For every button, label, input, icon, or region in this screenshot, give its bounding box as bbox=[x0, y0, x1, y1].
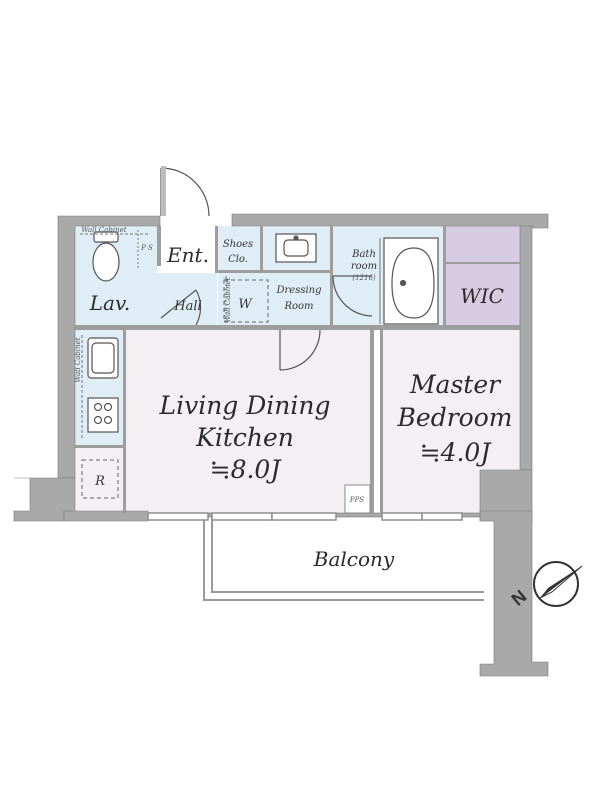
shoes-label-line2: Clo. bbox=[228, 254, 248, 265]
entrance-door[interactable] bbox=[160, 166, 210, 217]
lav-wall-cabinet-label: Wall Cabinet bbox=[81, 226, 126, 234]
hall-area bbox=[157, 273, 217, 328]
toilet-fixture bbox=[92, 231, 120, 282]
wic-label: WIC bbox=[460, 284, 504, 308]
bathroom-door[interactable] bbox=[332, 275, 373, 317]
ldk-label-line1: Living Dining bbox=[158, 391, 330, 420]
vanity-sink bbox=[275, 233, 317, 263]
washer-label: W bbox=[238, 297, 253, 312]
entrance-area bbox=[157, 228, 215, 273]
ldk-size: ≒8.0J bbox=[210, 455, 283, 484]
shoes-label-line1: Shoes bbox=[223, 239, 253, 250]
master-label-line2: Bedroom bbox=[397, 403, 513, 432]
wic-area bbox=[445, 226, 520, 326]
balcony-outline bbox=[203, 517, 484, 601]
pps-label: PPS bbox=[349, 496, 364, 504]
living-dining-kitchen-area bbox=[123, 330, 370, 513]
interior-walls bbox=[75, 226, 520, 514]
master-size: ≒4.0J bbox=[420, 438, 493, 467]
windows bbox=[147, 512, 463, 521]
ent-label: Ent. bbox=[166, 243, 209, 267]
lav-label: Lav. bbox=[89, 291, 131, 315]
walls bbox=[13, 213, 549, 677]
hall-door[interactable] bbox=[160, 289, 202, 326]
master-label-line1: Master bbox=[409, 370, 502, 399]
bathtub bbox=[383, 237, 439, 325]
refrigerator-space bbox=[81, 459, 119, 499]
dressing-label-line1: Dressing bbox=[275, 285, 321, 296]
bath-label-line1: Bath bbox=[351, 249, 376, 260]
hall-label: Hall bbox=[173, 299, 201, 314]
refrigerator-label: R bbox=[94, 474, 105, 489]
dressing-label-line2: Room bbox=[283, 301, 313, 312]
bath-label-line2: room bbox=[351, 261, 377, 272]
bath-size-label: (1216) bbox=[352, 274, 376, 282]
dressing-wall-cabinet-label: Wall Cabinet bbox=[224, 277, 232, 322]
washer-space bbox=[223, 279, 269, 323]
ps-label: P S bbox=[140, 244, 153, 252]
balcony-label: Balcony bbox=[313, 547, 395, 571]
kitchen-wall-cabinet-label: Wall Cabinet bbox=[74, 337, 82, 382]
ldk-door[interactable] bbox=[279, 329, 321, 371]
ldk-label-line2: Kitchen bbox=[195, 423, 294, 452]
fridge-area bbox=[75, 448, 123, 513]
kitchen-counter bbox=[87, 337, 119, 433]
